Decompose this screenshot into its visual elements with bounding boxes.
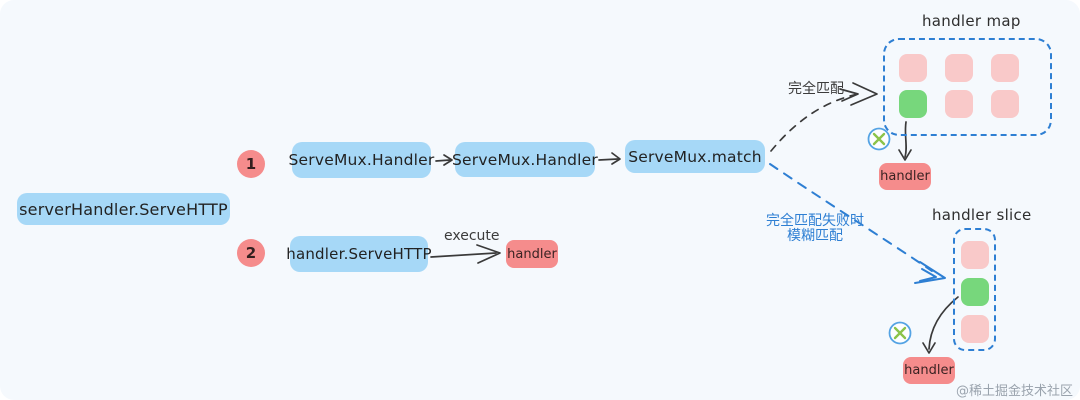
- arrow-handler-to-handler: [435, 154, 453, 166]
- handler-map-panel: [883, 38, 1052, 136]
- arrow-handler-to-match: [598, 152, 621, 165]
- fuzzy-match-label: 完全匹配失败时 模糊匹配: [757, 213, 873, 245]
- cross-circle-icon: [888, 321, 912, 345]
- slice-cell: [960, 278, 989, 306]
- arrow-shaft: [770, 93, 859, 152]
- handler-slice-title: handler slice: [932, 206, 1032, 224]
- node-servemux-match: ServeMux.match: [625, 140, 765, 173]
- map-cell: [991, 54, 1019, 82]
- arrow-head: [914, 261, 946, 284]
- handler-slice-panel: [953, 228, 996, 351]
- execute-label: execute: [444, 228, 500, 244]
- arrow-head: [922, 342, 936, 354]
- step-badge-1: 1: [237, 150, 265, 178]
- arrow-head-inner: [919, 268, 937, 282]
- handler-chip-slice: handler: [903, 357, 955, 384]
- handler-chip-map: handler: [879, 163, 931, 190]
- node-servemux-handler-1: ServeMux.Handler: [289, 142, 434, 178]
- map-cell: [899, 90, 927, 118]
- node-serverhandler-servehttp: serverHandler.ServeHTTP: [17, 193, 230, 225]
- arrow-execute: [430, 244, 501, 264]
- arrow-head: [611, 152, 621, 165]
- arrow-head: [443, 154, 453, 166]
- arrow-head: [850, 82, 878, 106]
- slice-cell: [960, 241, 989, 269]
- cross-circle-icon: [867, 127, 891, 151]
- map-cell: [945, 90, 973, 118]
- fuzzy-match-label-line2: 模糊匹配: [787, 228, 843, 245]
- map-cell: [899, 54, 927, 82]
- handler-chip-execute: handler: [506, 240, 558, 268]
- node-servemux-handler-2: ServeMux.Handler: [452, 142, 598, 177]
- arrow-shaft: [598, 158, 619, 161]
- cross-circle-ring: [888, 321, 912, 345]
- exact-match-label: 完全匹配: [788, 81, 844, 97]
- arrow-shaft: [435, 159, 451, 162]
- cross-x-glyph: [893, 326, 907, 340]
- node-handler-servehttp: handler.ServeHTTP: [286, 236, 432, 272]
- fuzzy-match-label-line1: 完全匹配失败时: [766, 213, 864, 229]
- step-badge-2: 2: [237, 239, 265, 267]
- cross-circle-ring: [867, 127, 891, 151]
- cross-x-glyph: [872, 132, 886, 146]
- watermark: @稀土掘金技术社区: [956, 384, 1074, 399]
- arrow-head: [476, 244, 501, 264]
- slice-cell: [960, 315, 989, 343]
- map-cell: [991, 90, 1019, 118]
- map-cell: [945, 54, 973, 82]
- arrow-shaft: [430, 252, 497, 258]
- arrow-head: [898, 149, 912, 161]
- handler-map-title: handler map: [922, 12, 1021, 30]
